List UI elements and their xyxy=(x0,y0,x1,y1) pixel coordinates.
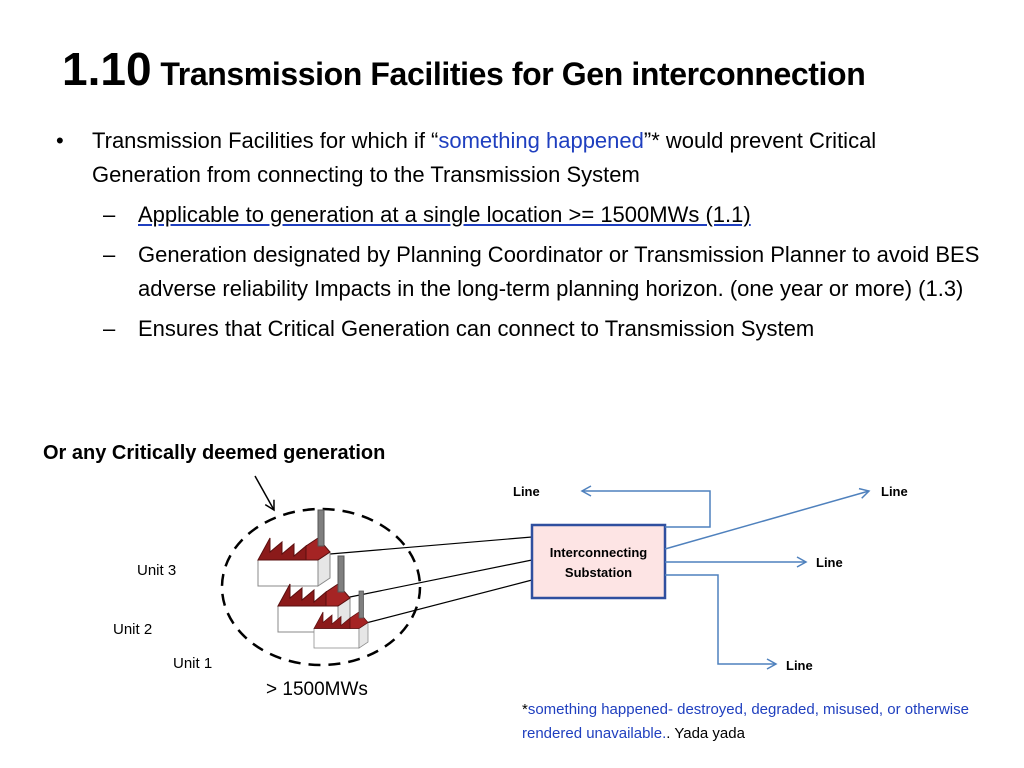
sub-bullet-3-text: Ensures that Critical Generation can con… xyxy=(138,316,815,341)
line-label-bottom: Line xyxy=(786,658,813,673)
sub-bullet-2: – Generation designated by Planning Coor… xyxy=(56,238,986,306)
sub-bullet-1: – Applicable to generation at a single l… xyxy=(56,198,986,232)
bullet-marker: • xyxy=(56,128,64,153)
sub-bullet-2-text: Generation designated by Planning Coordi… xyxy=(138,242,980,301)
unit-3-connection xyxy=(317,536,533,556)
sub-bullet-dash: – xyxy=(103,242,116,267)
bullet-text-after: ”* would prevent Critical Generation fro… xyxy=(92,128,877,187)
line-label-top-right: Line xyxy=(881,484,908,499)
sub-bullet-dash: – xyxy=(103,316,116,341)
unit-1-label: Unit 1 xyxy=(173,655,213,672)
bullet-text-before: Transmission Facilities for which if “ xyxy=(92,128,439,153)
substation-label-line-1: Interconnecting xyxy=(549,545,648,560)
main-bullet: • Transmission Facilities for which if “… xyxy=(56,124,986,192)
sub-bullet-1-text: Applicable to generation at a single loc… xyxy=(138,202,751,227)
slide-title: 1.10 Transmission Facilities for Gen int… xyxy=(62,42,866,96)
capacity-label: > 1500MWs xyxy=(266,679,368,700)
line-arrow-bottom xyxy=(665,574,778,670)
substation-label: Interconnecting Substation xyxy=(532,543,665,583)
generation-group-boundary xyxy=(220,507,422,667)
line-arrow-top-left xyxy=(580,485,711,528)
title-number: 1.10 xyxy=(62,43,152,95)
footnote-star: * xyxy=(522,701,528,718)
sub-bullet-dash: – xyxy=(103,202,116,227)
unit-1-connection xyxy=(361,579,533,625)
footnote-tail: . Yada yada xyxy=(666,725,745,742)
line-arrow-top-right xyxy=(664,487,871,550)
unit-2-label: Unit 2 xyxy=(113,621,153,638)
line-label-middle: Line xyxy=(816,555,843,570)
diagram-heading: Or any Critically deemed generation xyxy=(43,442,386,464)
bullet-list: • Transmission Facilities for which if “… xyxy=(56,124,986,346)
footnote: *something happened- destroyed, degraded… xyxy=(522,698,992,746)
bullet-highlight: something happened xyxy=(438,128,644,153)
heading-pointer-arrow xyxy=(254,475,275,512)
line-label-top-left: Line xyxy=(513,484,540,499)
unit-3-label: Unit 3 xyxy=(137,562,177,579)
substation-label-line-2: Substation xyxy=(564,565,633,580)
sub-bullet-link[interactable]: Applicable to generation at a single loc… xyxy=(138,202,751,227)
footnote-highlight: something happened- destroyed, degraded,… xyxy=(522,701,969,742)
sub-bullet-3: – Ensures that Critical Generation can c… xyxy=(56,312,986,346)
title-text: Transmission Facilities for Gen intercon… xyxy=(160,56,866,92)
unit-2-connection xyxy=(344,559,533,599)
